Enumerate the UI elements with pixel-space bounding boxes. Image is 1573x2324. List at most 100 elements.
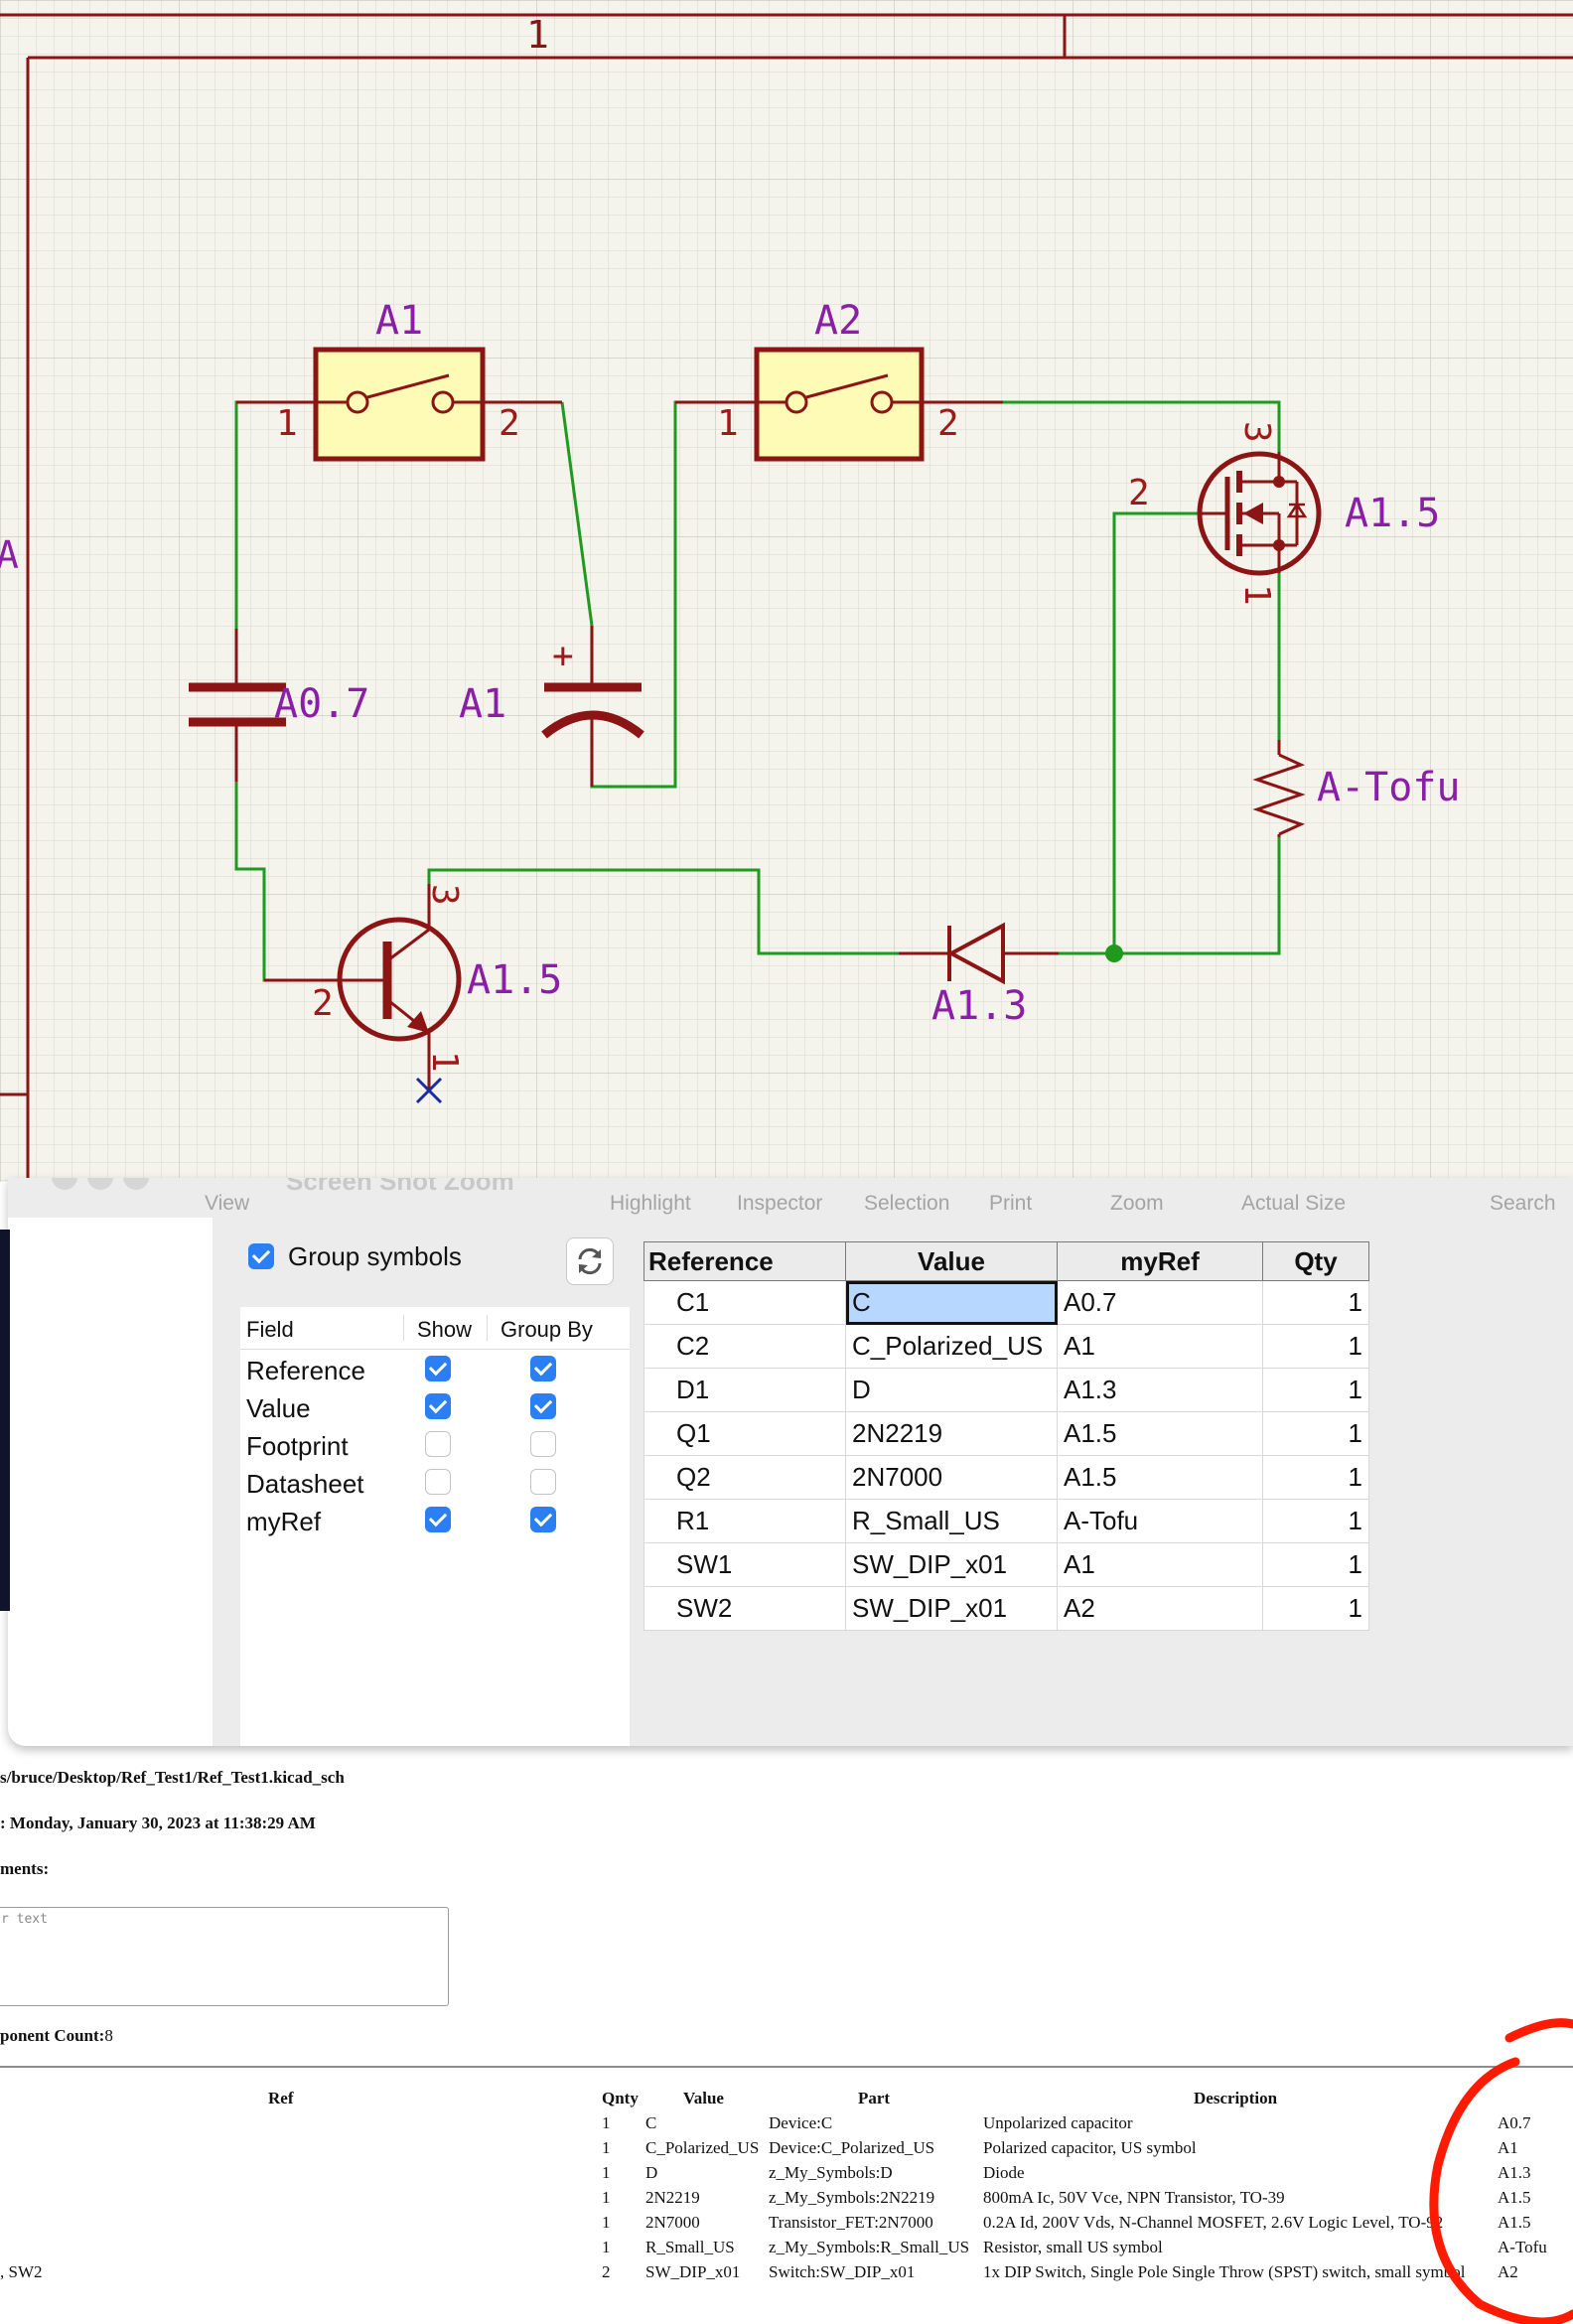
capacitor-c1[interactable] xyxy=(189,629,286,782)
cell-myref[interactable]: A1.3 xyxy=(1057,1368,1263,1412)
toolbar-zoom[interactable]: Zoom xyxy=(1110,1192,1164,1215)
schematic-canvas[interactable]: 1 A A1 1 2 A2 1 2 xyxy=(0,0,1573,1182)
field-row-footprint[interactable]: Footprint xyxy=(240,1425,630,1463)
group-by-checkbox[interactable] xyxy=(530,1431,556,1457)
cell-myref[interactable]: A1.5 xyxy=(1057,1455,1263,1500)
window-minimize-button[interactable] xyxy=(87,1178,113,1190)
toolbar-view[interactable]: View xyxy=(205,1192,250,1215)
cell-myref[interactable]: A2 xyxy=(1057,1586,1263,1631)
report-divider xyxy=(0,2066,1573,2068)
cell-qty[interactable]: 1 xyxy=(1262,1499,1369,1543)
col-value[interactable]: Value xyxy=(845,1241,1058,1281)
cell-qty[interactable]: 1 xyxy=(1262,1542,1369,1587)
cell-value[interactable]: C_Polarized_US xyxy=(845,1324,1058,1369)
cell-value[interactable]: D xyxy=(845,1368,1058,1412)
resistor-r1[interactable] xyxy=(1252,740,1306,837)
col-myref[interactable]: myRef xyxy=(1057,1241,1263,1281)
bom-value: C xyxy=(645,2113,657,2132)
cell-qty[interactable]: 1 xyxy=(1262,1455,1369,1500)
q1-pin1: 1 xyxy=(424,1051,465,1073)
window-close-button[interactable] xyxy=(52,1178,77,1190)
bom-part: z_My_Symbols:R_Small_US xyxy=(769,2238,970,2256)
col-qty[interactable]: Qty xyxy=(1262,1241,1369,1281)
toolbar-selection[interactable]: Selection xyxy=(864,1192,950,1215)
switch-sw2[interactable] xyxy=(675,347,1003,462)
c2-ref-label: A1 xyxy=(459,681,506,727)
cell-ref[interactable]: Q2 xyxy=(644,1455,846,1500)
cell-myref[interactable]: A1 xyxy=(1057,1542,1263,1587)
bom-part: Device:C xyxy=(769,2113,833,2132)
toolbar-inspector[interactable]: Inspector xyxy=(737,1192,823,1215)
cell-ref[interactable]: R1 xyxy=(644,1499,846,1543)
col-reference[interactable]: Reference xyxy=(644,1241,846,1281)
red-circle-annotation xyxy=(1429,2018,1573,2324)
wires[interactable] xyxy=(234,400,1281,982)
group-symbols-option[interactable]: Group symbols xyxy=(248,1237,462,1275)
q2-node xyxy=(1273,476,1285,488)
cell-ref[interactable]: D1 xyxy=(644,1368,846,1412)
group-symbols-checkbox[interactable] xyxy=(248,1243,274,1269)
cell-qty[interactable]: 1 xyxy=(1262,1411,1369,1456)
cell-myref[interactable]: A-Tofu xyxy=(1057,1499,1263,1543)
transistor-q1[interactable] xyxy=(264,884,462,1090)
report-date: : Monday, January 30, 2023 at 11:38:29 A… xyxy=(0,1814,316,1832)
cell-value[interactable]: 2N7000 xyxy=(845,1455,1058,1500)
toolbar-print[interactable]: Print xyxy=(989,1192,1033,1215)
cell-value[interactable]: 2N2219 xyxy=(845,1411,1058,1456)
refresh-button[interactable] xyxy=(566,1237,614,1285)
cell-ref[interactable]: SW2 xyxy=(644,1586,846,1631)
cell-qty[interactable]: 1 xyxy=(1262,1368,1369,1412)
show-checkbox[interactable] xyxy=(425,1469,451,1495)
toolbar-actual-size[interactable]: Actual Size xyxy=(1241,1192,1347,1215)
switch-sw1[interactable] xyxy=(236,347,562,462)
comments-textarea[interactable]: r text xyxy=(0,1907,449,2006)
capacitor-c2[interactable] xyxy=(541,626,644,787)
cell-myref[interactable]: A0.7 xyxy=(1057,1280,1263,1325)
cell-ref[interactable]: C1 xyxy=(644,1280,846,1325)
cell-ref[interactable]: C2 xyxy=(644,1324,846,1369)
window-zoom-button[interactable] xyxy=(123,1178,149,1190)
field-row-datasheet[interactable]: Datasheet xyxy=(240,1463,630,1501)
field-row-reference[interactable]: Reference xyxy=(240,1350,630,1387)
group-by-checkbox[interactable] xyxy=(530,1507,556,1532)
group-by-checkbox[interactable] xyxy=(530,1356,556,1381)
cell-value-selected[interactable]: C xyxy=(845,1280,1058,1325)
show-checkbox[interactable] xyxy=(425,1356,451,1381)
field-row-myref[interactable]: myRef xyxy=(240,1501,630,1538)
cell-qty[interactable]: 1 xyxy=(1262,1586,1369,1631)
bom-value: C_Polarized_US xyxy=(645,2138,760,2157)
toolbar-highlight[interactable]: Highlight xyxy=(610,1192,691,1215)
header-field: Field xyxy=(246,1317,294,1342)
cell-value[interactable]: R_Small_US xyxy=(845,1499,1058,1543)
bom-header-value: Value xyxy=(683,2089,724,2107)
group-by-checkbox[interactable] xyxy=(530,1393,556,1419)
cell-qty[interactable]: 1 xyxy=(1262,1324,1369,1369)
show-checkbox[interactable] xyxy=(425,1507,451,1532)
cell-myref[interactable]: A1 xyxy=(1057,1324,1263,1369)
mosfet-q2[interactable] xyxy=(1197,451,1322,576)
cell-value[interactable]: SW_DIP_x01 xyxy=(845,1586,1058,1631)
show-checkbox[interactable] xyxy=(425,1393,451,1419)
cell-qty[interactable]: 1 xyxy=(1262,1280,1369,1325)
cell-ref[interactable]: SW1 xyxy=(644,1542,846,1587)
cell-myref[interactable]: A1.5 xyxy=(1057,1411,1263,1456)
cell-value[interactable]: SW_DIP_x01 xyxy=(845,1542,1058,1587)
bom-value: 2N7000 xyxy=(645,2213,700,2232)
field-row-value[interactable]: Value xyxy=(240,1387,630,1425)
diode-d1[interactable] xyxy=(899,922,1059,985)
cell-ref[interactable]: Q1 xyxy=(644,1411,846,1456)
show-checkbox[interactable] xyxy=(425,1431,451,1457)
comments-placeholder: r text xyxy=(1,1912,48,1927)
bom-myref: A1.5 xyxy=(1498,2213,1531,2232)
group-by-checkbox[interactable] xyxy=(530,1469,556,1495)
toolbar-search[interactable]: Search xyxy=(1490,1192,1556,1215)
